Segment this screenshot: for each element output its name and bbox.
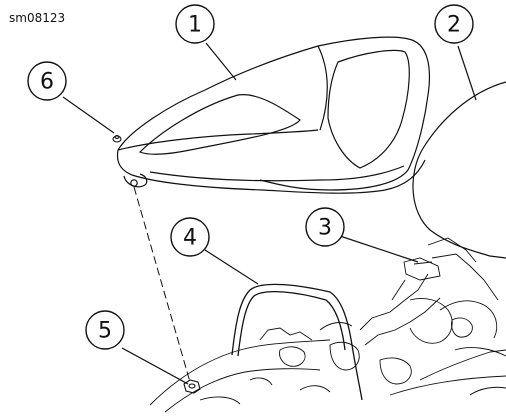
callout-6: 6	[27, 61, 67, 101]
part-1-seat	[116, 36, 431, 194]
leader-lines	[62, 42, 477, 385]
callout-4: 4	[170, 217, 210, 257]
leader-3	[339, 235, 419, 263]
callout-5-number: 5	[98, 319, 112, 344]
callout-6-number: 6	[40, 70, 54, 95]
leader-4	[204, 249, 259, 285]
part-5-nut	[183, 379, 201, 394]
leader-2	[457, 45, 477, 101]
callout-1: 1	[175, 4, 215, 44]
frame-assembly	[149, 237, 506, 413]
callout-3: 3	[305, 207, 345, 247]
callout-4-number: 4	[183, 226, 197, 251]
part-2-rear-seat	[412, 81, 506, 259]
part-4-rail	[231, 283, 363, 401]
callout-3-number: 3	[318, 216, 332, 241]
callout-1-number: 1	[188, 13, 202, 38]
part-6-fastener	[112, 135, 122, 143]
callout-5: 5	[85, 310, 125, 350]
leader-6	[62, 96, 115, 134]
leader-5	[121, 347, 189, 385]
callout-2-number: 2	[447, 13, 461, 38]
leader-1	[205, 42, 237, 81]
callout-2: 2	[434, 4, 474, 44]
alignment-line	[133, 186, 191, 383]
reference-code: sm08123	[9, 11, 66, 25]
